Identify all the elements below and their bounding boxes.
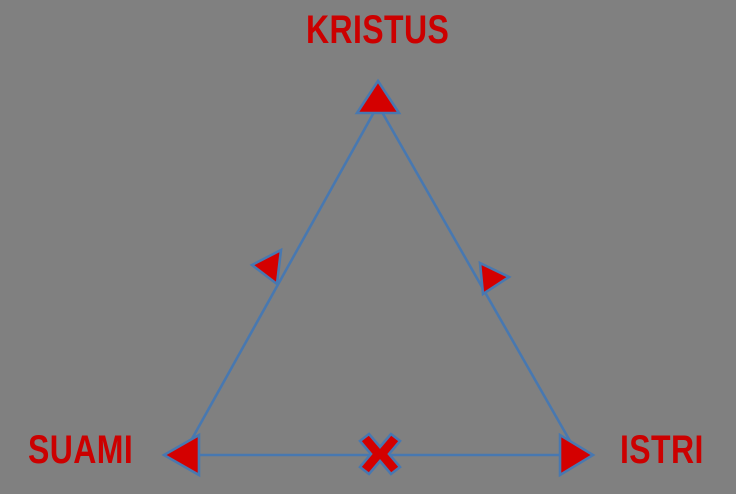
node-label-suami: SUAMI (28, 428, 134, 472)
arrowhead-icon-bottom-left (161, 432, 201, 478)
arrowhead-icon-bottom-right (558, 432, 596, 478)
node-label-kristus: KRISTUS (306, 8, 450, 52)
edge-suami-to-kristus (181, 104, 380, 456)
x-mark-icon (358, 432, 402, 476)
triangle-up-icon (354, 78, 402, 115)
edge-kristus-to-istri (376, 104, 580, 456)
arrowhead-icon-right-edge (478, 260, 512, 297)
arrowhead-icon-left-edge (249, 247, 283, 287)
node-label-istri: ISTRI (620, 428, 704, 472)
